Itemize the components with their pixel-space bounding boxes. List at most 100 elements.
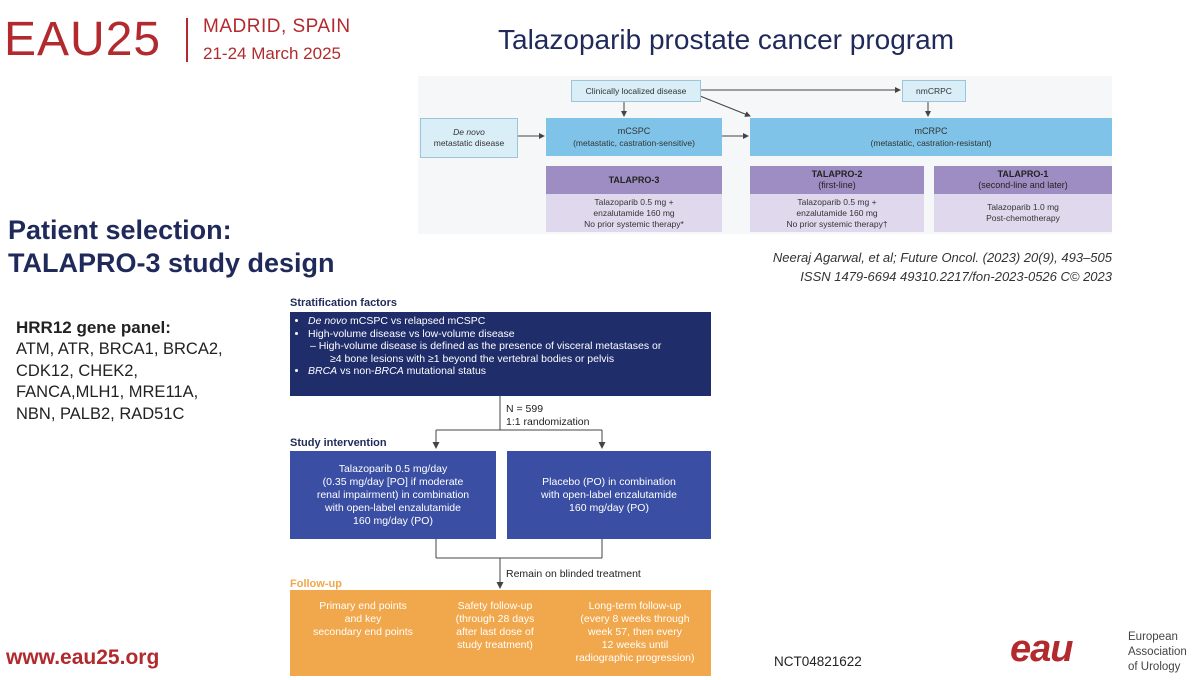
strat-1-italic: De novo xyxy=(308,315,348,327)
eau25-logo: EAU25 xyxy=(4,13,162,66)
arm1-line: Talazoparib 0.5 mg/day xyxy=(338,462,448,475)
nmcrpc-box: nmCRPC xyxy=(902,80,966,102)
congress-city: MADRID, SPAIN xyxy=(203,16,351,37)
strat-item: De novo mCSPC vs relapsed mCSPC xyxy=(308,315,705,328)
arm1-line: with open-label enzalutamide xyxy=(324,501,461,514)
hrr-line: FANCA,MLH1, MRE11A, xyxy=(16,383,199,401)
assoc-line: European xyxy=(1128,631,1178,643)
mcspc-sub: (metastatic, castration-sensitive) xyxy=(573,138,695,148)
slide-title: Talazoparib prostate cancer program xyxy=(498,24,955,55)
mcrpc-box: mCRPC (metastatic, castration-resistant) xyxy=(750,118,1112,156)
talapro3-line2: enzalutamide 160 mg xyxy=(593,207,675,218)
localized-label: Clinically localized disease xyxy=(585,85,687,96)
study-connectors xyxy=(432,396,606,589)
talapro1-sub: (second-line and later) xyxy=(978,180,1068,190)
congress-dates: 21-24 March 2025 xyxy=(203,44,341,63)
mcrpc-sub: (metastatic, castration-resistant) xyxy=(870,138,992,148)
sample-size: N = 599 xyxy=(506,403,544,415)
fu2-line: Safety follow-up xyxy=(457,600,533,612)
hrr-gene-list: ATM, ATR, BRCA1, BRCA2, CDK12, CHEK2, FA… xyxy=(16,339,223,425)
hrr-line: ATM, ATR, BRCA1, BRCA2, xyxy=(16,340,223,358)
talapro2-header: TALAPRO-2 (first-line) xyxy=(750,166,924,194)
strat-subitem: – High-volume disease is defined as the … xyxy=(308,340,705,365)
strat-4b: BRCA xyxy=(374,365,404,377)
talapro2-detail: Talazoparib 0.5 mg + enzalutamide 160 mg… xyxy=(750,194,924,232)
localized-disease-box: Clinically localized disease xyxy=(571,80,701,102)
talapro2-line3: No prior systemic therapy† xyxy=(786,218,888,229)
talapro2-line1: Talazoparib 0.5 mg + xyxy=(797,196,877,207)
talapro2-sub: (first-line) xyxy=(818,180,856,190)
talapro3-header: TALAPRO-3 xyxy=(546,166,722,194)
heading-line1: Patient selection: xyxy=(8,215,232,245)
stratification-box: De novo mCSPC vs relapsed mCSPC High-vol… xyxy=(290,312,711,396)
strat-3a: – High-volume disease is defined as the … xyxy=(310,340,662,352)
talapro1-line1: Talazoparib 1.0 mg xyxy=(987,202,1059,212)
fu3-line: (every 8 weeks through xyxy=(580,613,690,625)
talapro1-line2: Post-chemotherapy xyxy=(986,213,1060,223)
arm1-line: renal impairment) in combination xyxy=(316,488,470,501)
eau-logo: eau xyxy=(1010,628,1073,670)
talapro2-label: TALAPRO-2 xyxy=(811,169,863,179)
hrr-line: NBN, PALB2, RAD51C xyxy=(16,404,185,423)
talapro2-line2: enzalutamide 160 mg xyxy=(796,207,878,218)
talapro3-label: TALAPRO-3 xyxy=(608,174,660,185)
arm2-line: with open-label enzalutamide xyxy=(540,488,677,501)
arm1-line: (0.35 mg/day [PO] if moderate xyxy=(322,475,464,488)
arm2-line: 160 mg/day (PO) xyxy=(569,501,649,514)
fu1-line: secondary end points xyxy=(313,626,413,638)
fu2-line: study treatment) xyxy=(457,639,533,651)
arm1-line: 160 mg/day (PO) xyxy=(353,514,433,527)
mcspc-label: mCSPC xyxy=(617,126,651,136)
citation-line1: Neeraj Agarwal, et al; Future Oncol. (20… xyxy=(772,250,1112,265)
strat-2: High-volume disease vs low-volume diseas… xyxy=(308,327,515,340)
talapro1-header: TALAPRO-1 (second-line and later) xyxy=(934,166,1112,194)
fu2-line: after last dose of xyxy=(456,626,534,638)
fu2-line: (through 28 days xyxy=(455,613,535,625)
talapro3-line3: No prior systemic therapy* xyxy=(584,218,684,229)
arm2-line: Placebo (PO) in combination xyxy=(542,475,676,488)
randomization-ratio: 1:1 randomization xyxy=(506,416,590,428)
talazoparib-arm: Talazoparib 0.5 mg/day (0.35 mg/day [PO]… xyxy=(290,451,496,539)
heading-line2: TALAPRO-3 study design xyxy=(8,248,335,278)
strat-item: BRCA vs non-BRCA mutational status xyxy=(308,365,705,378)
citation: Neeraj Agarwal, et al; Future Oncol. (20… xyxy=(736,248,1112,286)
stratification-label: Stratification factors xyxy=(290,297,397,309)
fu3-line: week 57, then every xyxy=(588,626,682,638)
patient-selection-heading: Patient selection: TALAPRO-3 study desig… xyxy=(8,214,335,280)
de-novo-label: De novo xyxy=(453,127,485,137)
strat-4a: BRCA xyxy=(308,365,338,377)
fu3-line: radiographic progression) xyxy=(575,652,695,664)
strat-1-rest: mCSPC vs relapsed mCSPC xyxy=(347,315,486,327)
de-novo-box: De novo metastatic disease xyxy=(420,118,518,158)
hrr-panel-title: HRR12 gene panel: xyxy=(16,318,171,337)
mcspc-box: mCSPC (metastatic, castration-sensitive) xyxy=(546,118,722,156)
talapro3-detail: Talazoparib 0.5 mg + enzalutamide 160 mg… xyxy=(546,194,722,232)
program-diagram: Clinically localized disease nmCRPC De n… xyxy=(418,76,1112,234)
nmcrpc-label: nmCRPC xyxy=(916,85,952,96)
strat-3b: ≥4 bone lesions with ≥1 beyond the verte… xyxy=(330,352,615,365)
followup-endpoints: Primary end points and key secondary end… xyxy=(298,600,428,639)
website-link[interactable]: www.eau25.org xyxy=(6,646,160,669)
strat-4-rest: mutational status xyxy=(403,365,487,377)
association-name: European Association of Urology xyxy=(1128,630,1187,675)
de-novo-sub: metastatic disease xyxy=(433,138,505,148)
fu3-line: 12 weeks until xyxy=(601,639,669,651)
hrr-line: CDK12, CHEK2, xyxy=(16,361,138,380)
logo-separator xyxy=(186,18,188,62)
followup-label: Follow-up xyxy=(290,578,342,590)
placebo-arm: Placebo (PO) in combination with open-la… xyxy=(507,451,711,539)
strat-4-mid: vs non- xyxy=(337,365,375,377)
mcrpc-label: mCRPC xyxy=(914,126,948,136)
talapro3-line1: Talazoparib 0.5 mg + xyxy=(594,196,674,207)
assoc-line: of Urology xyxy=(1128,661,1181,673)
followup-long-term: Long-term follow-up (every 8 weeks throu… xyxy=(560,600,710,665)
fu3-line: Long-term follow-up xyxy=(588,600,682,612)
fu1-line: Primary end points xyxy=(319,600,407,612)
fu1-line: and key xyxy=(344,613,382,625)
followup-safety: Safety follow-up (through 28 days after … xyxy=(435,600,555,652)
strat-item: High-volume disease vs low-volume diseas… xyxy=(308,328,705,341)
talapro1-detail: Talazoparib 1.0 mg Post-chemotherapy xyxy=(934,194,1112,232)
intervention-label: Study intervention xyxy=(290,437,387,449)
citation-line2: ISSN 1479-6694 49310.2217/fon-2023-0526 … xyxy=(800,269,1112,284)
assoc-line: Association xyxy=(1128,646,1187,658)
